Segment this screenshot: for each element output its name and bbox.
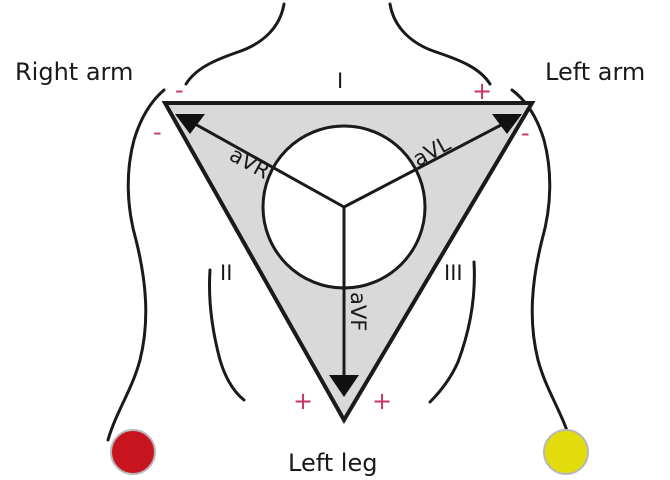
sign-left-arm-lead-i-plus: + xyxy=(472,77,492,105)
torso-neck-right xyxy=(390,4,490,84)
torso-inner-arm-left xyxy=(209,270,244,400)
sign-left-arm-lead-iii-minus: - xyxy=(521,119,530,147)
torso-neck-left xyxy=(186,4,284,84)
sign-left-leg-lead-iii-plus: + xyxy=(372,387,392,415)
electrode-dot-left-leg-icon xyxy=(544,430,588,474)
label-lead-iii: III xyxy=(444,261,463,285)
sign-right-arm-lead-i-minus: - xyxy=(175,76,184,104)
label-avf: aVF xyxy=(346,292,370,331)
label-lead-ii: II xyxy=(220,261,232,285)
sign-left-leg-lead-ii-plus: + xyxy=(293,387,313,415)
label-left-leg: Left leg xyxy=(288,449,377,477)
label-left-arm: Left arm xyxy=(545,58,645,86)
electrode-dot-right-arm-icon xyxy=(111,430,155,474)
label-lead-i: I xyxy=(337,69,343,93)
label-right-arm: Right arm xyxy=(15,58,133,86)
sign-right-arm-lead-ii-minus: - xyxy=(153,118,162,146)
